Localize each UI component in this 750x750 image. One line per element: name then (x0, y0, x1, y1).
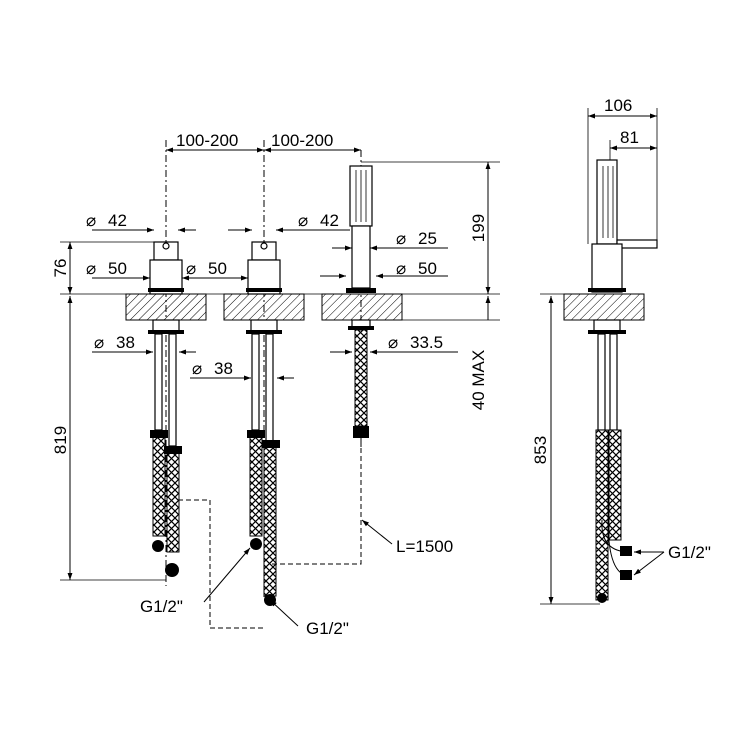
thread-center-label: G1/2" (306, 619, 349, 638)
height-199-label: 199 (469, 214, 488, 242)
hose-routing (178, 440, 362, 629)
dia-42-left-label: 42 (108, 211, 127, 230)
dia-symbol: ⌀ (298, 211, 308, 230)
callouts: L=1500 G1/2" G1/2" G1/2" (140, 537, 711, 638)
spacing-right-label: 100-200 (271, 131, 333, 150)
dimension-labels: 100-200 100-200 ⌀ 42 ⌀ 42 ⌀ 50 ⌀ 50 ⌀ 50… (51, 96, 639, 464)
dia-symbol: ⌀ (186, 259, 196, 278)
dia-38-left-label: 38 (116, 333, 135, 352)
dia-38-right-label: 38 (214, 359, 233, 378)
side-view (588, 159, 658, 603)
deck-sections (125, 293, 645, 321)
side-106-label: 106 (604, 96, 632, 115)
dia-symbol: ⌀ (192, 359, 202, 378)
dia-42-right-label: 42 (320, 211, 339, 230)
dia-symbol: ⌀ (86, 259, 96, 278)
length-819-label: 819 (51, 426, 70, 454)
left-mixer (148, 140, 184, 586)
depth-40-max-label: 40 MAX (469, 350, 488, 410)
dia-symbol: ⌀ (86, 211, 96, 230)
dia-50-c-label: 50 (418, 259, 437, 278)
dia-symbol: ⌀ (396, 229, 406, 248)
dia-33-5-label: 33.5 (410, 333, 443, 352)
dia-symbol: ⌀ (94, 333, 104, 352)
hand-shower (346, 150, 376, 450)
hose-length-label: L=1500 (396, 537, 453, 556)
dia-50-b-label: 50 (208, 259, 227, 278)
dimension-lines (60, 108, 665, 627)
height-76-label: 76 (51, 259, 70, 278)
dia-symbol: ⌀ (396, 259, 406, 278)
thread-side-label: G1/2" (668, 543, 711, 562)
dia-symbol: ⌀ (388, 333, 398, 352)
dia-25-label: 25 (418, 229, 437, 248)
length-853-label: 853 (531, 436, 550, 464)
thread-left-label: G1/2" (140, 597, 183, 616)
center-mixer (246, 140, 282, 606)
side-81-label: 81 (620, 128, 639, 147)
dia-50-a-label: 50 (108, 259, 127, 278)
spacing-left-label: 100-200 (176, 131, 238, 150)
